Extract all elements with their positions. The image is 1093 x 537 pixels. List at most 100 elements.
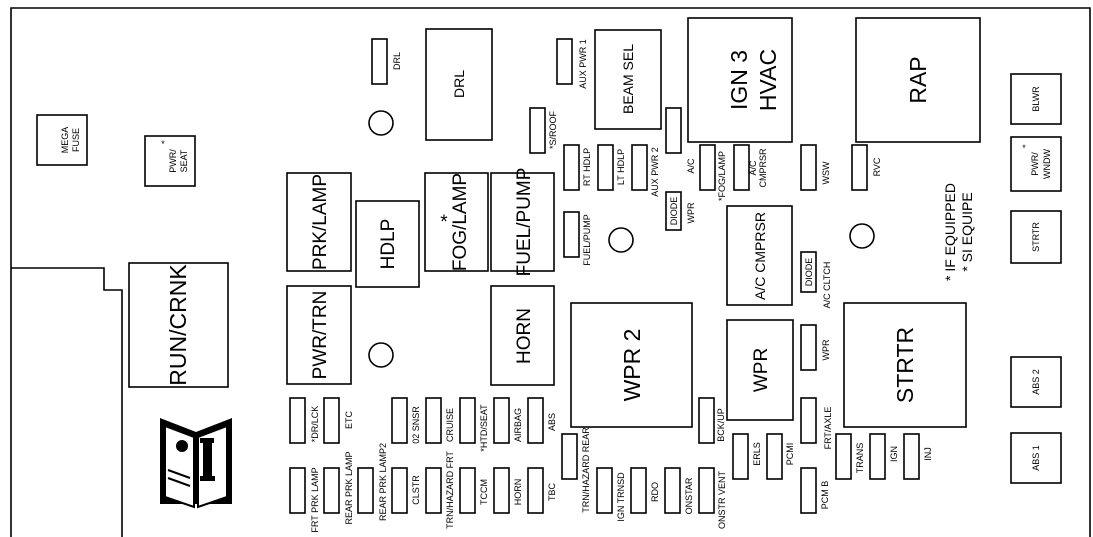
fuse-label: WPR bbox=[821, 339, 831, 360]
relay-label: BEAM SEL bbox=[620, 44, 636, 114]
fuse-label: IGN TRNSD bbox=[616, 472, 626, 522]
fuse-etc: ETC bbox=[323, 397, 354, 444]
fuse-dr-lck: *DR/LCK bbox=[289, 397, 320, 444]
fuse-label: AUX PWR 1 bbox=[578, 39, 588, 89]
fuse-label: TRANS bbox=[855, 443, 865, 474]
box-label: ABS 1 bbox=[1031, 445, 1041, 471]
fuse-label: AIRBAG bbox=[513, 408, 523, 442]
relay-label: HVAC bbox=[755, 49, 781, 111]
fuse-ac-cmprsr: A/C CMPRSR bbox=[733, 144, 768, 191]
fuse-label: WSW bbox=[821, 161, 831, 184]
relay-horn: HORN bbox=[490, 285, 555, 386]
relay-fuel-pump: FUEL/PUMP bbox=[490, 168, 555, 277]
fuse-label: A/C CLTCH bbox=[822, 262, 832, 309]
relay-beam-sel: BEAM SEL bbox=[594, 29, 662, 130]
fuse-label: ABS bbox=[547, 413, 557, 431]
fuse-rear-prk-lamp2: REAR PRK LAMP2 bbox=[357, 443, 388, 521]
diode-top: DIODE WPR bbox=[665, 191, 696, 231]
fuse-label: HORN bbox=[513, 479, 523, 506]
fuse-label: ERLS bbox=[752, 442, 762, 466]
relay-wpr2: WPR 2 bbox=[570, 302, 693, 428]
fuse-horn: HORN bbox=[493, 467, 523, 514]
fuse-pcm-b: PCM B bbox=[800, 467, 830, 514]
relay-label: * bbox=[440, 212, 448, 233]
fuse-rt-hdlp: RT HDLP bbox=[563, 144, 592, 191]
abs1-box: ABS 1 bbox=[1010, 432, 1062, 484]
relay-wpr: WPR bbox=[726, 319, 794, 421]
fuse-ign-trnsd: IGN TRNSD bbox=[596, 467, 626, 522]
fuse-label: LT HDLP bbox=[616, 149, 626, 185]
relay-ign3-hvac: IGN 3 HVAC bbox=[687, 17, 793, 143]
fuse-label: TBC bbox=[547, 482, 557, 501]
fuse-pcmi: PCMI bbox=[766, 433, 795, 480]
fuse-ign: IGN bbox=[869, 433, 899, 480]
fuse-rear-prk-lamp: REAR PRK LAMP bbox=[323, 451, 354, 525]
owners-manual-icon bbox=[160, 418, 232, 509]
fuse-label: RVC bbox=[872, 157, 882, 176]
box-label: BLWR bbox=[1031, 86, 1041, 112]
fuse-label: IGN bbox=[889, 446, 899, 462]
fuse-o2-snsr: 02 SNSR bbox=[391, 397, 421, 444]
relay-label: FUEL/PUMP bbox=[514, 168, 535, 277]
fuse-label: CMPRSR bbox=[758, 148, 768, 188]
relay-label: PWR/TRN bbox=[310, 291, 331, 380]
relay-label: DRL bbox=[451, 70, 467, 98]
fuse-label: ONSTR VENT bbox=[717, 471, 727, 530]
pwr-seat-breaker: * PWR/ SEAT bbox=[144, 135, 196, 187]
strtr-box: STRTR bbox=[1010, 210, 1062, 264]
fuse-onstar: ONSTAR bbox=[664, 467, 694, 514]
fuse-trn-hazard-frt: TRN/HAZARD FRT bbox=[425, 451, 455, 529]
fuse-label: ETC bbox=[344, 410, 354, 429]
fuse-bck-up: BCK/UP bbox=[698, 397, 726, 444]
panel-outline bbox=[10, 7, 1091, 537]
relay-drl: DRL bbox=[425, 28, 493, 141]
fuse-label: TCCM bbox=[479, 479, 489, 505]
fuse-label: RDO bbox=[650, 482, 660, 502]
fuse-label: REAR PRK LAMP bbox=[344, 451, 354, 524]
relay-label: RUN/CRNK bbox=[165, 264, 191, 386]
fuse-airbag: AIRBAG bbox=[493, 397, 523, 444]
fuse-label: BCK/UP bbox=[716, 408, 726, 442]
fuse-label: A/C bbox=[748, 160, 758, 176]
fuse-label: PCM B bbox=[820, 481, 830, 510]
relay-pwr-trn: PWR/TRN bbox=[286, 285, 352, 385]
relay-label: WPR bbox=[751, 348, 772, 392]
fuse-label: A/C bbox=[686, 158, 696, 174]
fuse-label: *DR/LCK bbox=[310, 406, 320, 443]
fuse-htd-seat: *HTD/SEAT bbox=[459, 397, 489, 452]
diode-label: DIODE bbox=[804, 258, 814, 287]
fuse-abs: ABS bbox=[527, 397, 557, 444]
relay-ac-cmprsr: A/C CMPRSR bbox=[726, 205, 793, 306]
fuse-label: *HTD/SEAT bbox=[479, 404, 489, 452]
fuse-lt-hdlp: LT HDLP bbox=[597, 144, 626, 191]
fuse-label: CRUISE bbox=[445, 408, 455, 442]
relay-hdlp: HDLP bbox=[355, 200, 420, 288]
fuse-label: PCMI bbox=[785, 443, 795, 466]
mounting-hole bbox=[368, 110, 394, 136]
fuse-label: *S/ROOF bbox=[548, 111, 558, 150]
fuse-erls: ERLS bbox=[732, 433, 762, 480]
fuse-label: RT HDLP bbox=[582, 148, 592, 186]
fuse-label: REAR PRK LAMP2 bbox=[378, 443, 388, 521]
fuse-inj: INJ bbox=[903, 433, 933, 480]
relay-label: HORN bbox=[514, 308, 535, 364]
box-label: FUSE bbox=[71, 128, 81, 152]
blwr-box: BLWR bbox=[1010, 73, 1062, 125]
box-label: ABS 2 bbox=[1031, 369, 1041, 395]
relay-label: PRK/LAMP bbox=[310, 174, 331, 270]
fuse-aux-pwr1: AUX PWR 1 bbox=[556, 38, 588, 89]
box-label: PWR/ bbox=[168, 149, 178, 173]
fuse-trn-hazard-rear: TRN/HAZARD REAR bbox=[561, 427, 591, 513]
fuse-frt-axle: FRT/AXLE bbox=[800, 397, 833, 449]
diode-label: DIODE bbox=[669, 197, 679, 226]
fuse-aux-pwr2: AUX PWR 2 bbox=[631, 144, 660, 197]
mega-fuse: MEGA FUSE bbox=[36, 114, 88, 166]
fuse-onstr-vent: ONSTR VENT bbox=[698, 467, 727, 530]
relay-label: WPR 2 bbox=[619, 329, 645, 402]
fuse-label: CLSTR bbox=[411, 475, 421, 505]
mounting-hole bbox=[849, 223, 875, 249]
fuse-label: FRT PRK LAMP bbox=[310, 467, 320, 532]
diode-right: DIODE A/C CLTCH bbox=[800, 251, 832, 309]
relay-label: A/C CMPRSR bbox=[752, 212, 768, 300]
